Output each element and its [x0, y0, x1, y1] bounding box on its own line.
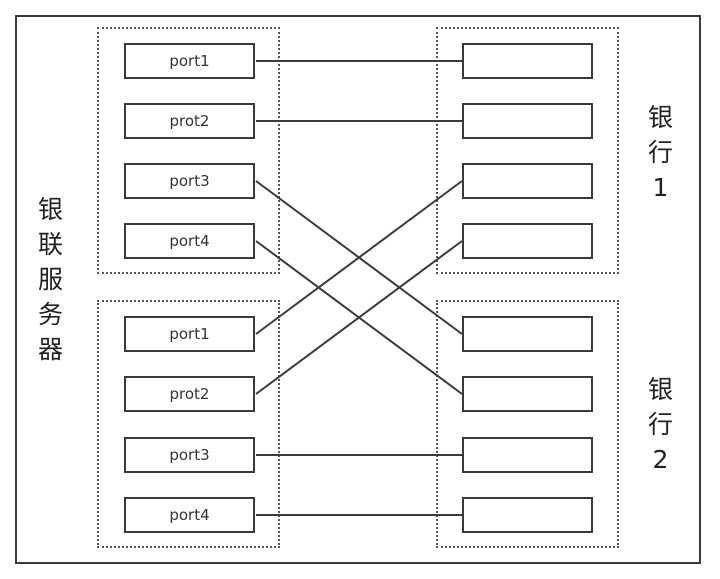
bank2-port-2	[462, 376, 593, 412]
server-top-port-4: port4	[124, 223, 255, 259]
bank1-label-char-3: 1	[652, 173, 669, 202]
server-label-char-5: 器	[38, 335, 64, 364]
bank1-port-4	[462, 223, 593, 259]
diagram-frame	[15, 15, 701, 564]
bank2-label-char-2: 行	[648, 410, 674, 439]
bank1-port-2	[462, 103, 593, 139]
bank1-label-char-2: 行	[648, 138, 674, 167]
server-label-char-3: 服	[38, 265, 64, 294]
server-bottom-port-2: prot2	[124, 376, 255, 412]
server-label-char-1: 银	[38, 195, 64, 224]
bank1-group	[436, 27, 619, 274]
server-label: 银 联 服 务 器	[38, 192, 63, 367]
bank1-port-1	[462, 43, 593, 79]
bank2-port-4	[462, 497, 593, 533]
bank1-label-char-1: 银	[648, 103, 674, 132]
server-label-char-2: 联	[38, 230, 64, 259]
bank2-port-1	[462, 316, 593, 352]
bank2-label-char-1: 银	[648, 375, 674, 404]
server-top-port-3: port3	[124, 163, 255, 199]
link-server-bottom-1	[255, 180, 463, 335]
server-top-port-2: prot2	[124, 103, 255, 139]
bank2-group	[436, 300, 619, 548]
server-group-top	[97, 27, 280, 274]
server-bottom-port-4: port4	[124, 497, 255, 533]
server-bottom-port-1: port1	[124, 316, 255, 352]
server-top-port-1: port1	[124, 43, 255, 79]
server-group-bottom	[97, 300, 280, 548]
bank2-label: 银 行 2	[648, 372, 673, 477]
bank1-port-3	[462, 163, 593, 199]
link-server-bottom-2	[255, 240, 463, 395]
bank2-port-3	[462, 437, 593, 473]
server-bottom-port-3: port3	[124, 437, 255, 473]
bank2-label-char-3: 2	[652, 445, 669, 474]
server-label-char-4: 务	[38, 300, 64, 329]
bank1-label: 银 行 1	[648, 100, 673, 205]
